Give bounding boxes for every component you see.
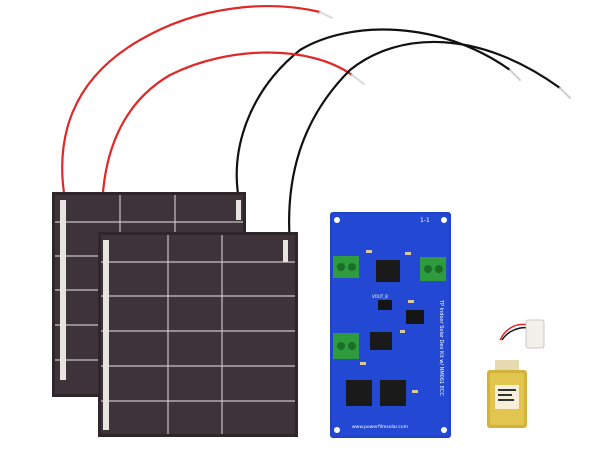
red-wire-back [61,5,322,202]
chip-bottom-right [380,380,406,406]
battery-connector [525,319,545,349]
black-wire-back [235,28,512,207]
solar-panel-front [98,232,298,437]
dev-kit-pcb: 1-1 VOUT_B TP Indoor Solar Dev Kit w/ NM… [330,212,451,438]
chip-bottom-left [346,380,372,406]
pcb-side-text: TP Indoor Solar Dev Kit w/ NM061 ECC [438,299,444,396]
chip-mid [370,332,392,350]
pcb-label-top: 1-1 [420,217,430,224]
wire-group [61,5,571,257]
lipo-battery [487,319,545,428]
chip-top [376,260,400,282]
black-wire-front [288,40,562,247]
terminal-block-vout [420,257,446,281]
terminal-block-solar-in [333,256,359,278]
pcb-label-vout: VOUT_B [372,294,388,299]
red-wire-front [101,51,354,257]
pcb-url-text: www.powerfilmsolar.com [352,424,408,430]
terminal-block-solar-b [333,333,359,359]
